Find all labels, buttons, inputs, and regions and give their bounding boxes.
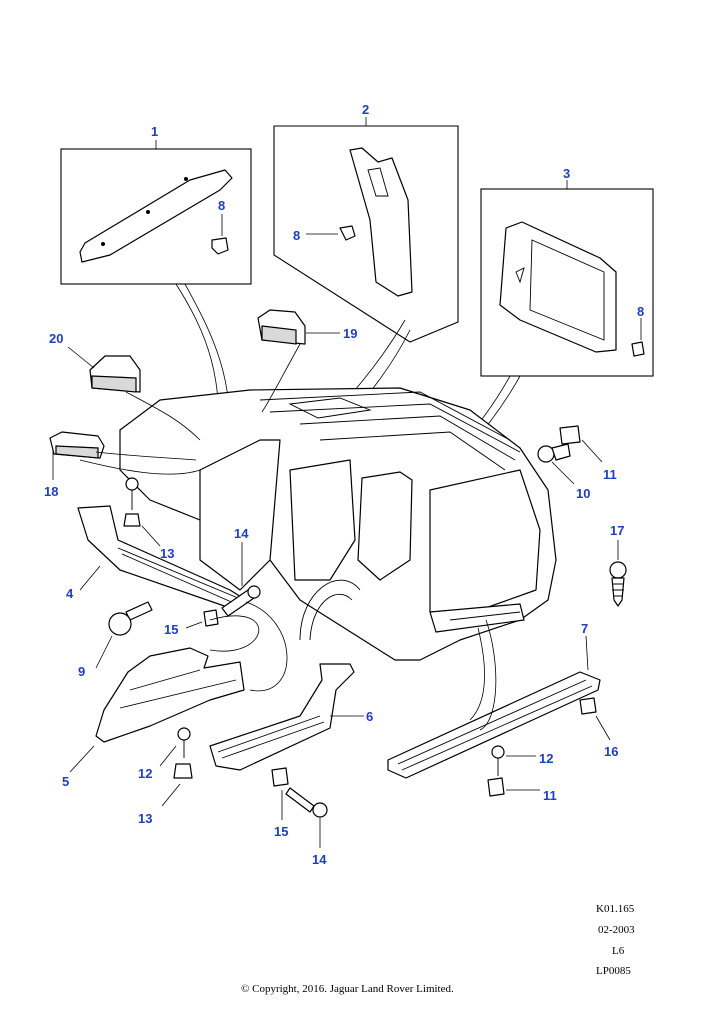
callout-11a: 11 [603, 467, 617, 482]
callout-13a: 13 [160, 546, 174, 561]
screw-14a [221, 542, 261, 617]
clip-15b [271, 767, 289, 820]
callout-1: 1 [151, 124, 158, 139]
callout-12a: 12 [138, 766, 152, 781]
callout-14a: 14 [234, 526, 249, 541]
part-9-plug [95, 601, 153, 669]
clip-16 [579, 697, 611, 741]
callout-13b: 13 [138, 811, 152, 826]
ref-code: K01.165 [596, 903, 635, 915]
vehicle-body-shell [119, 387, 557, 661]
clip-15a [185, 609, 219, 629]
callout-2: 2 [362, 102, 369, 117]
bolt-12a [159, 727, 191, 767]
copyright: © Copyright, 2016. Jaguar Land Rover Lim… [241, 983, 454, 995]
callout-9: 9 [78, 664, 85, 679]
callout-18: 18 [44, 484, 58, 499]
lp-code: LP0085 [596, 965, 631, 977]
nut-11b [487, 777, 540, 797]
date-code: 02-2003 [598, 924, 635, 936]
clip-13b [161, 763, 193, 807]
callout-17: 17 [610, 523, 624, 538]
grommet-10 [537, 443, 575, 485]
foam-block-18 [49, 431, 105, 480]
callout-8a: 8 [218, 198, 225, 213]
callout-4: 4 [66, 586, 74, 601]
part-6-rear-sill [209, 663, 364, 771]
callout-20: 20 [49, 331, 63, 346]
inset-box-3 [480, 180, 654, 377]
foam-block-20 [67, 346, 141, 393]
nut-11a [559, 425, 603, 463]
foam-block-19 [257, 309, 340, 345]
callout-15a: 15 [164, 622, 178, 637]
inset-box-2 [273, 117, 459, 343]
callout-3: 3 [563, 166, 570, 181]
inset-box-1 [60, 140, 252, 285]
bolt-12b [491, 745, 536, 776]
callout-10: 10 [576, 486, 590, 501]
callout-15b: 15 [274, 824, 288, 839]
callout-8b: 8 [293, 228, 300, 243]
bolt-clip-13a [123, 477, 161, 547]
part-7-rear-step [387, 635, 601, 779]
callout-7: 7 [581, 621, 588, 636]
screw-17 [609, 540, 627, 607]
callout-16: 16 [604, 744, 618, 759]
callout-19: 19 [343, 326, 357, 341]
callout-8c: 8 [637, 304, 644, 319]
callout-5: 5 [62, 774, 69, 789]
callout-6: 6 [366, 709, 373, 724]
callout-12b: 12 [539, 751, 553, 766]
screw-14b [285, 787, 328, 848]
level-code: L6 [612, 945, 625, 957]
part-5-lower-trim [69, 647, 245, 773]
callout-14b: 14 [312, 852, 327, 867]
callout-11b: 11 [543, 788, 557, 803]
